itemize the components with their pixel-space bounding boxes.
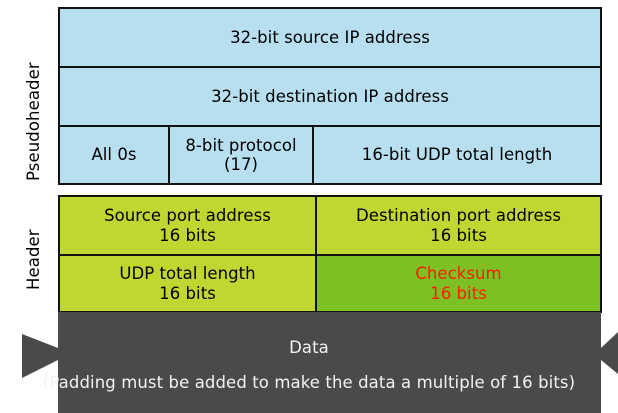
header-destination-port-address: Destination port address 16 bits (315, 195, 602, 256)
cell-line1: 16-bit UDP total length (361, 145, 553, 165)
cell-line1: Checksum (415, 264, 502, 284)
cell-line1: UDP total length (119, 264, 256, 284)
cell-line1: Source port address (104, 206, 271, 226)
data-banner-shape (22, 312, 618, 413)
cell-line2: (17) (223, 155, 259, 174)
cell-line2: 16 bits (430, 283, 487, 303)
cell-line1: 8-bit protocol (185, 135, 297, 155)
cell-line2: 16 bits (159, 283, 216, 303)
data-title: Data (289, 338, 329, 357)
header-checksum: Checksum 16 bits (315, 254, 602, 313)
data-padding-note: (Padding must be added to make the data … (42, 373, 576, 392)
pseudoheader-row2-destination-ip: 32-bit destination IP address (58, 66, 602, 127)
cell-line1: 32-bit destination IP address (211, 86, 449, 106)
pseudoheader-row1-source-ip: 32-bit source IP address (58, 7, 602, 68)
cell-line1: Destination port address (355, 206, 562, 226)
cell-line1: All 0s (91, 145, 137, 165)
pseudoheader-row3-all-zeros: All 0s (58, 125, 170, 185)
cell-line1: 32-bit source IP address (230, 27, 430, 47)
data-banner: Data (Padding must be added to make the … (0, 310, 618, 413)
cell-line2: 16 bits (430, 225, 487, 245)
pseudoheader-row3-protocol: 8-bit protocol (17) (168, 125, 314, 185)
section-label-header: Header (24, 229, 43, 290)
header-source-port-address: Source port address 16 bits (58, 195, 317, 256)
cell-line2: 16 bits (159, 225, 216, 245)
pseudoheader-row3-udp-total-length: 16-bit UDP total length (312, 125, 602, 185)
section-label-pseudoheader: Pseudoheader (24, 62, 43, 181)
header-udp-total-length: UDP total length 16 bits (58, 254, 317, 313)
